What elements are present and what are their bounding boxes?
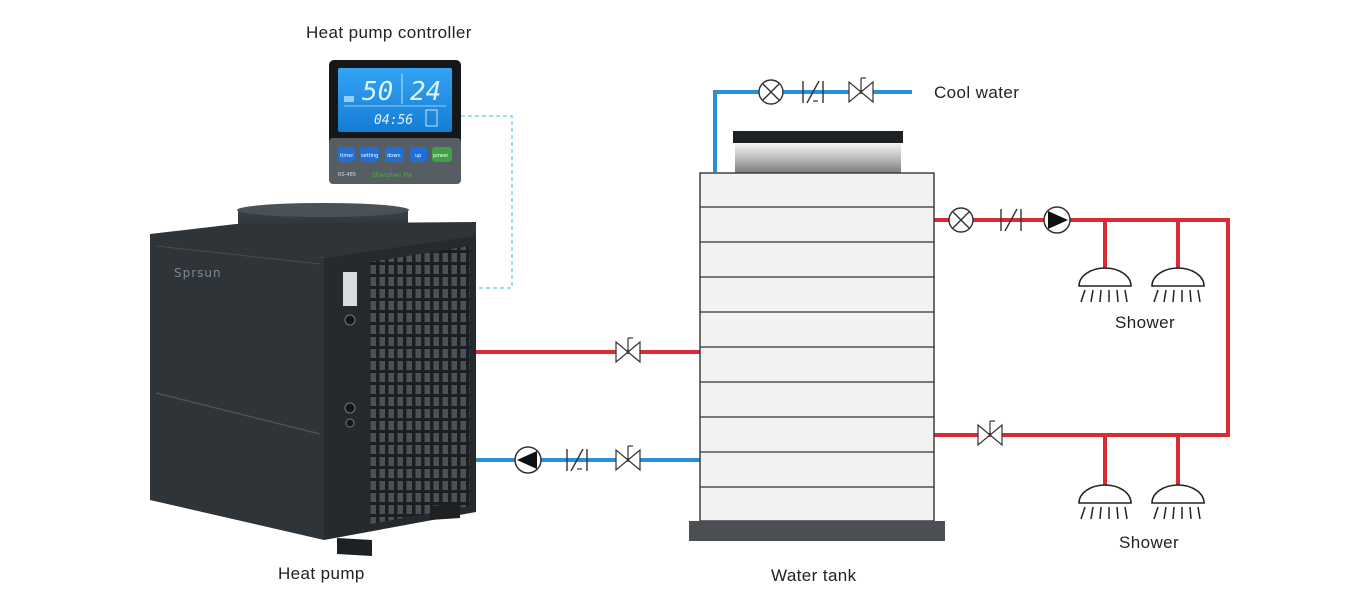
controller-button-setting[interactable]: setting	[360, 147, 379, 162]
gate-valve-icon	[977, 420, 1003, 447]
heat-pump-front	[150, 240, 324, 540]
shower-head-icon	[1151, 267, 1205, 303]
tank-lid	[735, 143, 901, 173]
lcd-right-value: 24	[410, 77, 441, 107]
cool-water-inlet-pipe	[713, 90, 912, 172]
controller-brand-text: Shenzhen Pie	[372, 172, 413, 179]
tank-base	[689, 521, 945, 541]
controller-label: Heat pump controller	[306, 23, 472, 42]
heat-pump-controller: 50 24 04:56 timer setting down up power …	[329, 60, 461, 184]
lcd-left-value: 50	[362, 77, 393, 107]
svg-text:up: up	[415, 153, 421, 159]
circulation-pump-icon	[1043, 206, 1071, 234]
shower-head-icon	[1078, 484, 1132, 520]
controller-button-power[interactable]: power	[432, 147, 452, 162]
shower-label-top: Shower	[1115, 313, 1175, 332]
hot-water-loop-pipe	[934, 218, 1230, 437]
gate-valve-icon	[615, 337, 641, 364]
circulation-pump-icon	[514, 446, 542, 474]
water-tank-label: Water tank	[771, 566, 857, 585]
check-valve-icon	[566, 448, 588, 472]
controller-button-timer[interactable]: timer	[338, 147, 355, 162]
svg-text:down: down	[387, 153, 401, 159]
shower-head-icon	[1151, 484, 1205, 520]
shower-head-icon	[1078, 267, 1132, 303]
gate-valve-icon	[848, 77, 874, 104]
ball-valve-icon	[758, 79, 784, 105]
heat-pump-unit: Sprsun	[150, 203, 476, 556]
heat-pump-logo: Sprsun	[174, 266, 222, 280]
lcd-time: 04:56	[374, 113, 413, 128]
shower-label-bottom: Shower	[1119, 533, 1179, 552]
heat-pump-port	[344, 314, 356, 326]
gate-valve-icon	[615, 445, 641, 472]
svg-text:timer: timer	[340, 153, 354, 159]
heat-pump-foot	[337, 538, 372, 556]
lcd-tank-icon	[425, 109, 438, 127]
cool-water-label: Cool water	[934, 83, 1019, 102]
svg-text:power: power	[433, 153, 449, 159]
controller-button-down[interactable]: down	[385, 147, 404, 162]
check-valve-icon	[802, 80, 824, 104]
heat-pump-label: Heat pump	[278, 564, 365, 583]
tank-lid-rim	[733, 131, 903, 143]
controller-lcd	[338, 68, 452, 132]
ball-valve-icon	[948, 207, 974, 233]
controller-model-text: RS-485	[338, 172, 356, 178]
controller-signal-cable	[461, 115, 513, 289]
heat-pump-nameplate	[343, 272, 357, 306]
water-tank	[689, 131, 945, 541]
lcd-mode-icon	[344, 96, 354, 102]
controller-button-up[interactable]: up	[410, 147, 427, 162]
svg-text:setting: setting	[361, 153, 378, 159]
check-valve-icon	[1000, 208, 1022, 232]
heat-pump-grille	[370, 246, 470, 524]
